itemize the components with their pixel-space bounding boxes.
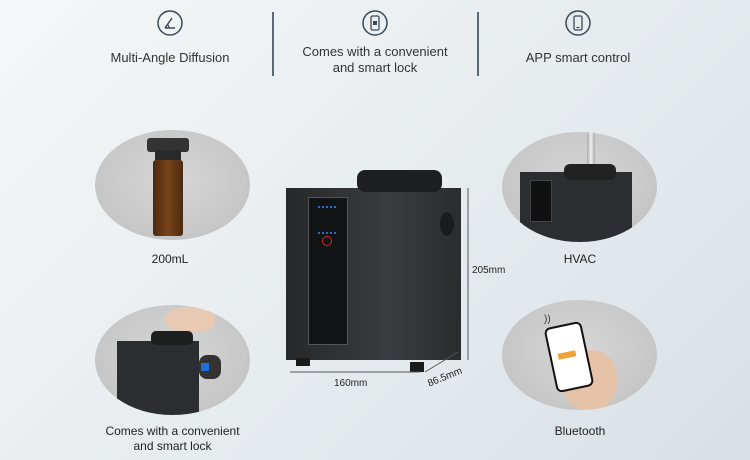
height-dimension: 205mm <box>472 265 506 276</box>
device-foot-right <box>410 362 424 372</box>
bottle-caption: 200mL <box>151 252 189 266</box>
feature-app-control: APP smart control <box>478 10 678 66</box>
divider <box>272 12 274 76</box>
feature-label: APP smart control <box>525 50 631 65</box>
lock-caption-line2: and smart lock <box>133 439 212 453</box>
bluetooth-caption: Bluetooth <box>554 424 606 438</box>
device-top-unit <box>357 170 442 192</box>
divider <box>477 12 479 76</box>
hvac-pipe <box>587 132 595 172</box>
bottle-neck <box>155 150 181 160</box>
device-foot-left <box>296 358 310 366</box>
hvac-top-unit <box>564 164 616 180</box>
hand-shape <box>165 307 215 331</box>
lock-caption-line1: Comes with a convenient <box>105 424 240 438</box>
angle-icon <box>157 10 183 36</box>
lock-top-unit <box>151 331 193 345</box>
bottle-image <box>95 130 250 240</box>
phone-icon <box>565 10 591 36</box>
lock-device <box>117 341 199 415</box>
feature-label: Comes with a convenient <box>302 44 448 59</box>
hvac-panel <box>530 180 552 222</box>
width-dimension: 160mm <box>334 378 368 389</box>
bluetooth-signal-icon: )) <box>544 314 551 325</box>
lock-key <box>199 355 221 379</box>
bluetooth-image: )) <box>502 300 657 410</box>
device-speaker-grille <box>440 212 454 236</box>
feature-smart-lock: Comes with a convenient and smart lock <box>275 10 475 76</box>
device-display-panel <box>308 197 348 345</box>
feature-multi-angle: Multi-Angle Diffusion <box>70 10 270 66</box>
power-icon <box>322 236 332 246</box>
lock-caption: Comes with a convenient and smart lock <box>85 424 260 454</box>
hvac-caption: HVAC <box>563 252 597 266</box>
amber-bottle <box>153 160 183 236</box>
feature-label: Multi-Angle Diffusion <box>110 50 230 65</box>
lock-phone-icon <box>362 10 388 36</box>
feature-label-2: and smart lock <box>332 60 418 75</box>
smart-lock-image <box>95 305 250 415</box>
bottle-cap <box>147 138 189 152</box>
led-icon <box>318 206 336 234</box>
lock-blue-indicator <box>201 363 209 371</box>
hvac-image <box>502 132 657 242</box>
